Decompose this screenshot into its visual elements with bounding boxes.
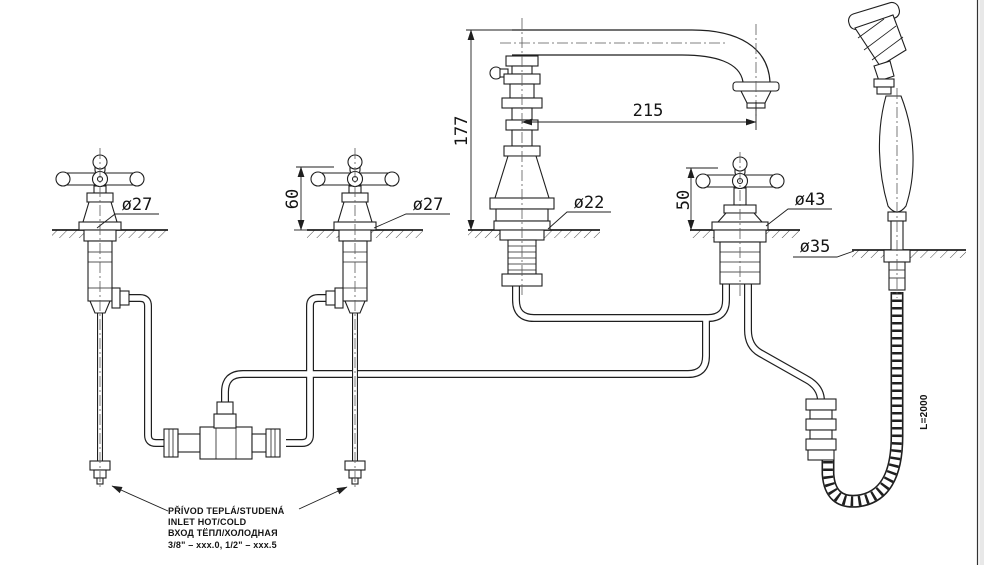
- tee-body: [199, 426, 253, 460]
- mid-valve-port: [334, 287, 344, 309]
- inlet-annotation: PŘÍVOD TEPLÁ/STUDENÁ INLET HOT/COLD ВХОД…: [111, 485, 348, 550]
- spout-arm-top: [512, 29, 771, 83]
- hose-outline: [821, 292, 904, 508]
- centerlines: [99, 18, 898, 487]
- shower-hose: [821, 292, 904, 508]
- inlet-note-line2: INLET HOT/COLD: [168, 517, 247, 527]
- dim-spout-height-label: 177: [452, 116, 472, 147]
- tee-connector: [163, 401, 281, 460]
- shower-handle: [878, 95, 914, 213]
- inlet-note-line3: ВХОД ТЁПЛ/ХОЛОДНАЯ: [168, 528, 278, 538]
- dim-left-handle-height-label: 60: [283, 189, 303, 209]
- pipe-spout-loop: [512, 284, 730, 322]
- dimension-215: 215: [521, 101, 757, 130]
- diameter-labels: ø27 ø27 ø22 ø43 ø35: [96, 190, 855, 258]
- tee-left-nut: [163, 428, 179, 458]
- tee-right-nut: [265, 428, 281, 458]
- dimension-50: 50: [674, 167, 718, 231]
- dimension-60: 60: [283, 166, 334, 231]
- dia-mid-valve-label: ø27: [413, 195, 444, 215]
- hand-shower: [847, 1, 914, 291]
- hose-length-label: L=2000: [919, 394, 930, 430]
- dia-right-handle-label: ø43: [795, 190, 826, 210]
- hose-coupling: [805, 398, 837, 461]
- mid-valve: [310, 154, 400, 485]
- inlet-leader-right: [298, 486, 348, 510]
- dim-spout-reach-label: 215: [633, 101, 664, 121]
- dim-right-handle-height-label: 50: [674, 190, 694, 210]
- shower-neck: [873, 60, 895, 82]
- inlet-note-line1: PŘÍVOD TEPLÁ/STUDENÁ: [168, 505, 285, 516]
- dia-spout-label: ø22: [574, 193, 605, 213]
- page-edge-strip: [979, 0, 984, 565]
- tee-branch-nut: [213, 413, 237, 429]
- inlet-note-line4: 3/8" – xxx.0, 1/2" – xxx.5: [168, 540, 277, 550]
- spout-shank: [499, 229, 545, 287]
- left-valve: [55, 154, 145, 485]
- dia-shower-base-label: ø35: [800, 237, 831, 257]
- inlet-leader-left: [111, 485, 169, 512]
- hose-corrugation: [823, 292, 902, 507]
- left-valve-port: [111, 287, 121, 309]
- dia-left-valve-label: ø27: [122, 195, 153, 215]
- spout-arm-bottom: [512, 54, 744, 83]
- dimension-177: 177: [452, 29, 514, 231]
